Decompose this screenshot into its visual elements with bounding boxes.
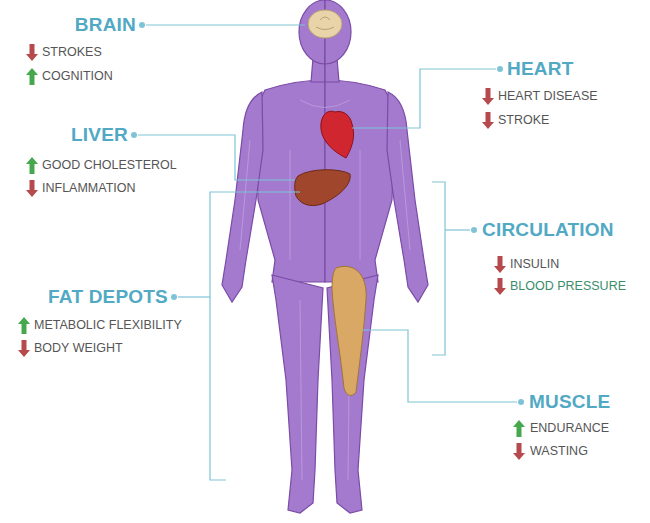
down-arrow [26, 44, 38, 61]
organ-heading: CIRCULATION [482, 219, 614, 241]
down-arrow [18, 340, 30, 357]
up-arrow [26, 157, 38, 174]
effect-label: GOOD CHOLESTEROL [42, 158, 177, 173]
up-arrow [18, 317, 30, 334]
effect-label: HEART DISEASE [498, 89, 598, 104]
effect-label: INSULIN [510, 257, 559, 272]
down-arrow [494, 256, 506, 273]
organ-heading: BRAIN [75, 14, 136, 36]
organ-heading: LIVER [71, 124, 128, 146]
up-arrow [26, 68, 38, 85]
effect-label: WASTING [530, 444, 588, 459]
effect-label: METABOLIC FLEXIBILITY [34, 318, 182, 333]
effect-label: COGNITION [42, 69, 113, 84]
effect-label: BLOOD PRESSURE [510, 279, 626, 294]
effect-label: STROKE [498, 113, 549, 128]
down-arrow [494, 278, 506, 295]
effect-label: STROKES [42, 45, 102, 60]
effect-label: BODY WEIGHT [34, 341, 123, 356]
organ-heading: FAT DEPOTS [48, 286, 168, 308]
down-arrow [513, 443, 525, 460]
down-arrow [482, 88, 494, 105]
organ-heading: HEART [507, 58, 573, 80]
effect-label: ENDURANCE [530, 421, 609, 436]
effect-label: INFLAMMATION [42, 181, 136, 196]
down-arrow [482, 112, 494, 129]
up-arrow [513, 420, 525, 437]
down-arrow [26, 180, 38, 197]
organ-heading: MUSCLE [529, 391, 610, 413]
